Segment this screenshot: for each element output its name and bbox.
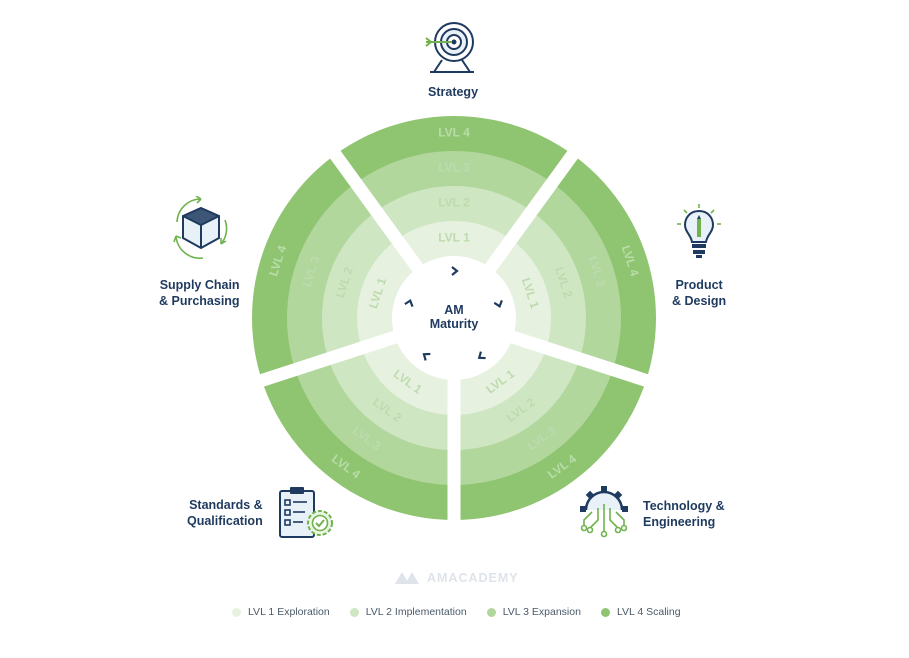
legend-item: LVL 2 Implementation xyxy=(349,606,467,618)
watermark: AMACADEMY xyxy=(395,571,519,585)
gear-circuit-icon xyxy=(580,486,628,538)
center-title-line1: AM xyxy=(444,303,463,317)
lightbulb-icon xyxy=(677,204,721,258)
legend-label: LVL 2 Implementation xyxy=(365,606,467,618)
sector-gap xyxy=(484,145,582,274)
watermark-text: AMACADEMY xyxy=(427,571,519,585)
cycle-arrow xyxy=(477,351,486,360)
legend: LVL 1 Exploration LVL 2 Implementation L… xyxy=(232,606,681,618)
legend-item: LVL 3 Expansion xyxy=(486,606,581,618)
pillar-label-strategy: Strategy xyxy=(428,85,479,99)
cycle-arrows-icon xyxy=(404,266,503,361)
sector-gap xyxy=(509,330,654,389)
legend-label: LVL 4 Scaling xyxy=(616,606,681,618)
cycle-arrow xyxy=(404,298,414,308)
amacademy-logo-icon xyxy=(395,572,419,584)
legend-item: LVL 1 Exploration xyxy=(232,606,330,618)
center-hub xyxy=(392,256,516,380)
legend-item: LVL 4 Scaling xyxy=(600,606,681,618)
level-label: LVL 3 xyxy=(438,161,470,175)
legend-dot xyxy=(349,607,359,617)
legend-label: LVL 1 Exploration xyxy=(248,606,330,618)
pillar-label-product-design: Product & Design xyxy=(672,278,727,308)
legend-dot xyxy=(600,607,610,617)
level-label: LVL 4 xyxy=(438,126,470,140)
pillar-label-technology-engineering: Technology & Engineering xyxy=(643,499,725,529)
checklist-icon xyxy=(279,487,333,538)
center-title-line2: Maturity xyxy=(430,317,479,331)
pillar-label-standards-qualification: Standards & Qualification xyxy=(187,498,263,528)
sector-gap xyxy=(326,145,424,274)
sector-gap xyxy=(254,330,399,389)
legend-label: LVL 3 Expansion xyxy=(502,606,581,618)
level-label: LVL 2 xyxy=(438,196,470,210)
cycle-arrow xyxy=(493,299,503,309)
level-label: LVL 1 xyxy=(438,231,470,245)
package-cycle-icon xyxy=(173,196,228,259)
legend-dot xyxy=(486,607,496,617)
cycle-arrow xyxy=(422,352,431,361)
target-icon xyxy=(425,22,474,73)
cycle-arrow xyxy=(451,266,459,276)
pillar-label-supply-chain: Supply Chain & Purchasing xyxy=(159,278,240,308)
legend-dot xyxy=(232,607,241,617)
sector-gaps xyxy=(254,145,654,526)
